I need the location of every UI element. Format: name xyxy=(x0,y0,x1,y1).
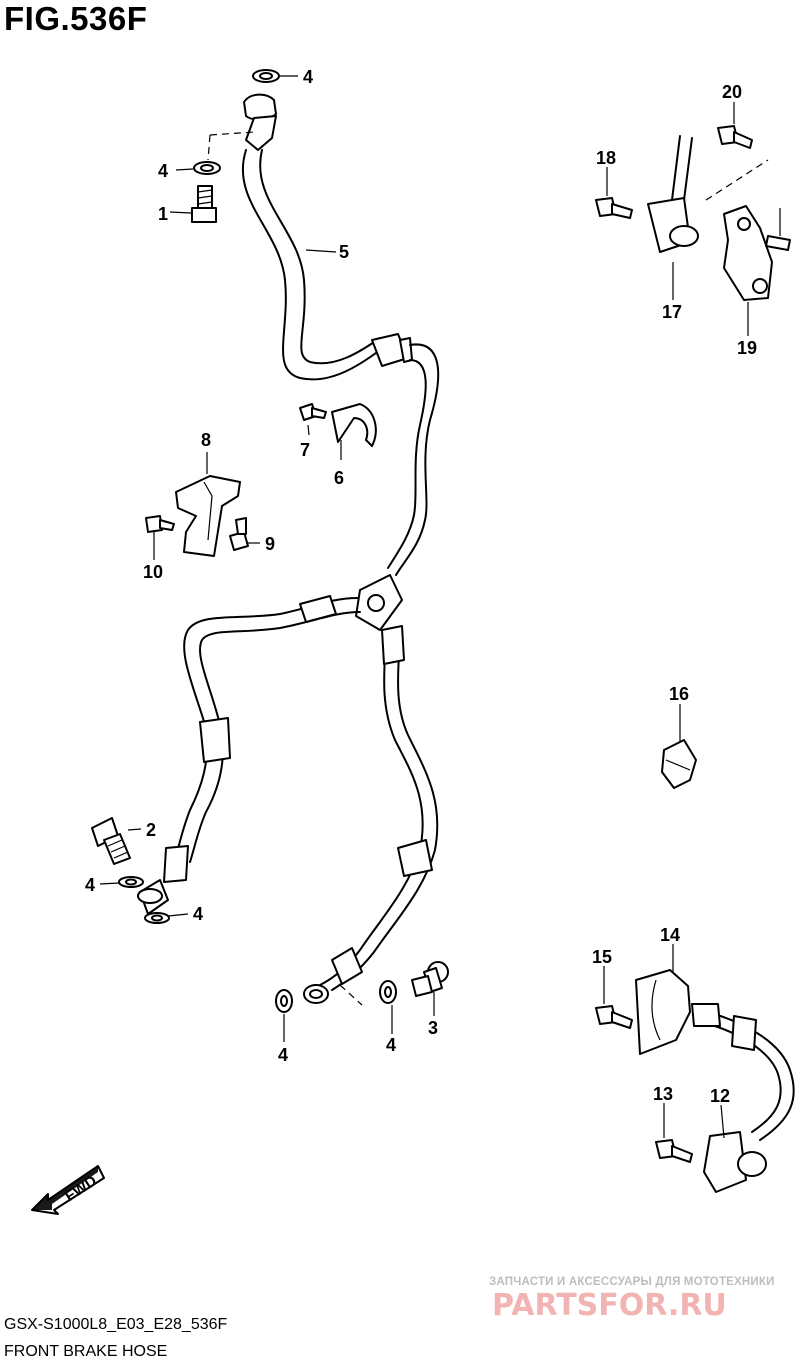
figure-title: FIG.536F xyxy=(4,0,148,37)
watermark-tagline: ЗАПЧАСТИ И АКСЕССУАРЫ ДЛЯ МОТОТЕХНИКИ xyxy=(489,1276,775,1288)
union-bolt-1 xyxy=(191,185,217,223)
forward-direction-arrow: FWD xyxy=(31,1165,105,1215)
bolt-14 xyxy=(595,1005,633,1029)
pin-20 xyxy=(765,235,791,251)
callouts: 4 4 1 5 7 6 8 9 10 2 4 4 4 4 3 16 14 15 … xyxy=(85,67,757,1106)
bracket-13 xyxy=(635,969,691,1055)
callout-13: 14 xyxy=(660,925,680,945)
callout-18: 19 xyxy=(737,338,757,358)
brake-hose-lower-right xyxy=(303,625,439,1004)
callout-15: 16 xyxy=(669,684,689,704)
bolt-17 xyxy=(595,197,633,219)
callout-19: 20 xyxy=(722,82,742,102)
callout-11: 12 xyxy=(710,1086,730,1106)
callout-4: 4 xyxy=(386,1035,396,1055)
callout-6: 6 xyxy=(334,468,344,488)
clamp-6 xyxy=(331,403,377,447)
union-bolt-3 xyxy=(411,961,449,997)
callout-9: 9 xyxy=(265,534,275,554)
brake-hose-upper xyxy=(241,93,440,576)
bolt-19 xyxy=(717,125,753,149)
callout-4: 4 xyxy=(85,875,95,895)
leader-lines xyxy=(99,75,781,1139)
callout-16: 17 xyxy=(662,302,682,322)
sensor-11 xyxy=(691,1003,795,1193)
clamp-15 xyxy=(661,739,697,789)
union-bolt-2 xyxy=(91,817,131,865)
watermark-logo: PARTSFOR.RU xyxy=(492,1288,727,1323)
callout-14: 15 xyxy=(592,947,612,967)
sensor-16 xyxy=(647,135,699,253)
callout-1: 1 xyxy=(158,204,168,224)
callout-4: 4 xyxy=(303,67,313,87)
hose-joint xyxy=(355,574,403,631)
callout-17: 18 xyxy=(596,148,616,168)
bolt-10 xyxy=(145,515,175,533)
callout-4: 4 xyxy=(278,1045,288,1065)
callout-7: 7 xyxy=(300,440,310,460)
bolt-9 xyxy=(229,517,249,551)
bracket-8 xyxy=(175,475,241,557)
callout-4: 4 xyxy=(193,904,203,924)
callout-2: 2 xyxy=(146,820,156,840)
callout-10: 10 xyxy=(143,562,163,582)
section-name: FRONT BRAKE HOSE xyxy=(4,1343,168,1360)
model-code: GSX-S1000L8_E03_E28_536F xyxy=(4,1316,228,1333)
callout-5: 5 xyxy=(339,242,349,262)
bolt-7 xyxy=(299,403,327,421)
bracket-18 xyxy=(723,205,773,301)
bolt-12 xyxy=(655,1139,693,1163)
callout-4: 4 xyxy=(158,161,168,181)
callout-3: 3 xyxy=(428,1018,438,1038)
callout-12: 13 xyxy=(653,1084,673,1104)
washers xyxy=(118,69,397,1013)
brake-hose-lower-left xyxy=(137,595,361,915)
callout-8: 8 xyxy=(201,430,211,450)
